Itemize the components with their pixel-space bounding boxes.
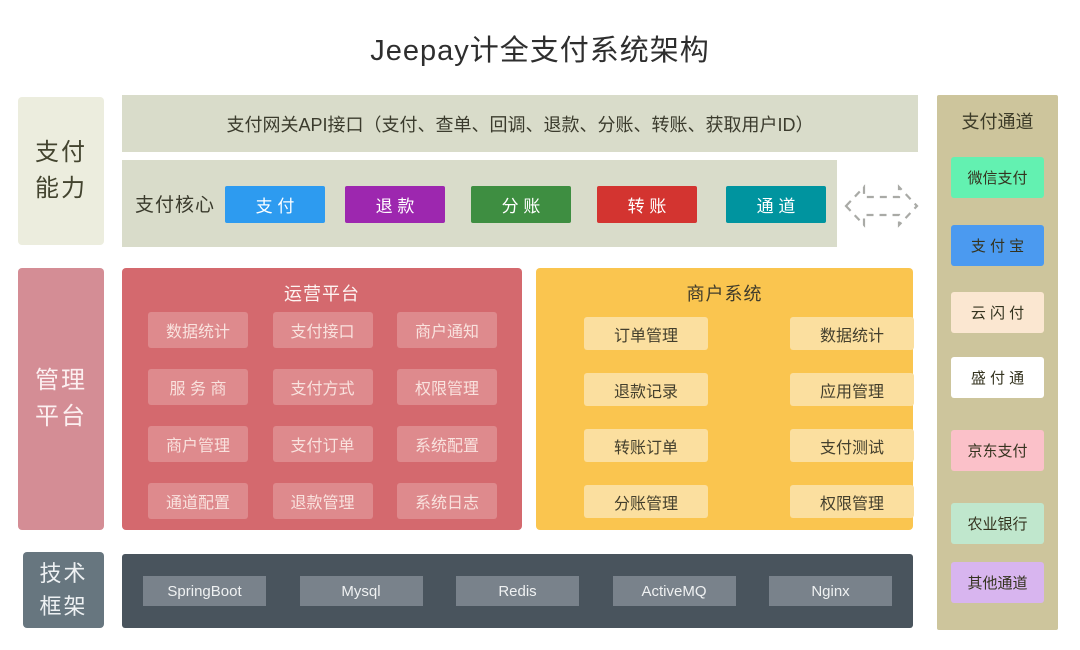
core-block-refund: 退 款 <box>345 186 445 223</box>
core-block-channel: 通 道 <box>726 186 826 223</box>
merchant-item: 转账订单 <box>584 429 708 462</box>
core-block-split: 分 账 <box>471 186 571 223</box>
merchant-item: 退款记录 <box>584 373 708 406</box>
payment-core-label: 支付核心 <box>135 195 216 216</box>
operations-platform-title: 运营平台 <box>284 284 360 304</box>
rail-label-line: 能力 <box>35 175 87 202</box>
tech-stack-bar: SpringBoot Mysql Redis ActiveMQ Nginx <box>122 554 913 628</box>
ops-item: 数据统计 <box>148 312 248 348</box>
double-arrow-icon <box>844 184 919 228</box>
payment-core-bar: 支付核心 支 付 退 款 分 账 转 账 通 道 <box>122 160 837 247</box>
page-title: Jeepay计全支付系统架构 <box>370 35 710 67</box>
ops-item: 支付接口 <box>272 312 373 348</box>
rail-management-platform-label: 管理 平台 <box>35 363 87 435</box>
core-block-transfer: 转 账 <box>597 186 697 223</box>
ops-item: 商户管理 <box>148 426 248 462</box>
channel-alipay: 支 付 宝 <box>951 225 1044 266</box>
channel-other: 其他通道 <box>951 562 1044 603</box>
ops-item: 商户通知 <box>397 312 497 348</box>
ops-item: 权限管理 <box>397 369 497 405</box>
rail-label-line: 支付 <box>35 139 87 166</box>
rail-label-line: 管理 <box>35 367 87 394</box>
tech-nginx: Nginx <box>769 576 892 606</box>
api-gateway-bar: 支付网关API接口（支付、查单、回调、退款、分账、转账、获取用户ID） <box>122 95 918 152</box>
tech-redis: Redis <box>456 576 579 606</box>
tech-springboot: SpringBoot <box>143 576 266 606</box>
merchant-item: 支付测试 <box>790 429 914 462</box>
rail-payment-capability-label: 支付 能力 <box>35 135 87 207</box>
operations-platform-grid: 数据统计 支付接口 商户通知 服 务 商 支付方式 权限管理 商户管理 支付订单… <box>148 312 497 519</box>
merchant-item: 订单管理 <box>584 317 708 350</box>
rail-label-line: 技术 <box>39 561 88 586</box>
core-block-pay: 支 付 <box>225 186 325 223</box>
channel-abc-bank: 农业银行 <box>951 503 1044 544</box>
channel-unionpay: 云 闪 付 <box>951 292 1044 333</box>
ops-item: 系统日志 <box>397 483 497 519</box>
channel-wechat-pay: 微信支付 <box>951 157 1044 198</box>
rail-payment-capability: 支付 能力 <box>18 97 104 245</box>
ops-item: 支付订单 <box>272 426 373 462</box>
rail-label-line: 平台 <box>35 403 87 430</box>
merchant-item: 分账管理 <box>584 485 708 518</box>
channel-shengpay: 盛 付 通 <box>951 357 1044 398</box>
ops-item: 支付方式 <box>272 369 373 405</box>
merchant-system-panel: 商户系统 订单管理 数据统计 退款记录 应用管理 转账订单 支付测试 分账管理 … <box>536 268 914 530</box>
ops-item: 服 务 商 <box>148 369 248 405</box>
rail-management-platform: 管理 平台 <box>18 268 104 530</box>
channel-jd-pay: 京东支付 <box>951 430 1044 471</box>
payment-channels-column: 支付通道 微信支付 支 付 宝 云 闪 付 盛 付 通 京东支付 农业银行 其他… <box>937 95 1058 630</box>
rail-tech-framework: 技术 框架 <box>23 552 104 628</box>
ops-item: 系统配置 <box>397 426 497 462</box>
merchant-system-title: 商户系统 <box>686 284 763 304</box>
tech-mysql: Mysql <box>299 576 423 606</box>
rail-tech-framework-label: 技术 框架 <box>39 557 87 623</box>
api-gateway-text: 支付网关API接口（支付、查单、回调、退款、分账、转账、获取用户ID） <box>226 114 814 135</box>
ops-item: 通道配置 <box>148 483 248 519</box>
operations-platform-panel: 运营平台 数据统计 支付接口 商户通知 服 务 商 支付方式 权限管理 商户管理… <box>122 268 522 530</box>
rail-label-line: 框架 <box>39 594 88 619</box>
ops-item: 退款管理 <box>272 483 373 519</box>
payment-channels-title: 支付通道 <box>961 112 1034 132</box>
merchant-item: 应用管理 <box>790 373 914 406</box>
merchant-system-grid: 订单管理 数据统计 退款记录 应用管理 转账订单 支付测试 分账管理 权限管理 <box>584 317 914 518</box>
merchant-item: 权限管理 <box>790 485 914 518</box>
tech-activemq: ActiveMQ <box>612 576 736 606</box>
merchant-item: 数据统计 <box>790 317 914 350</box>
